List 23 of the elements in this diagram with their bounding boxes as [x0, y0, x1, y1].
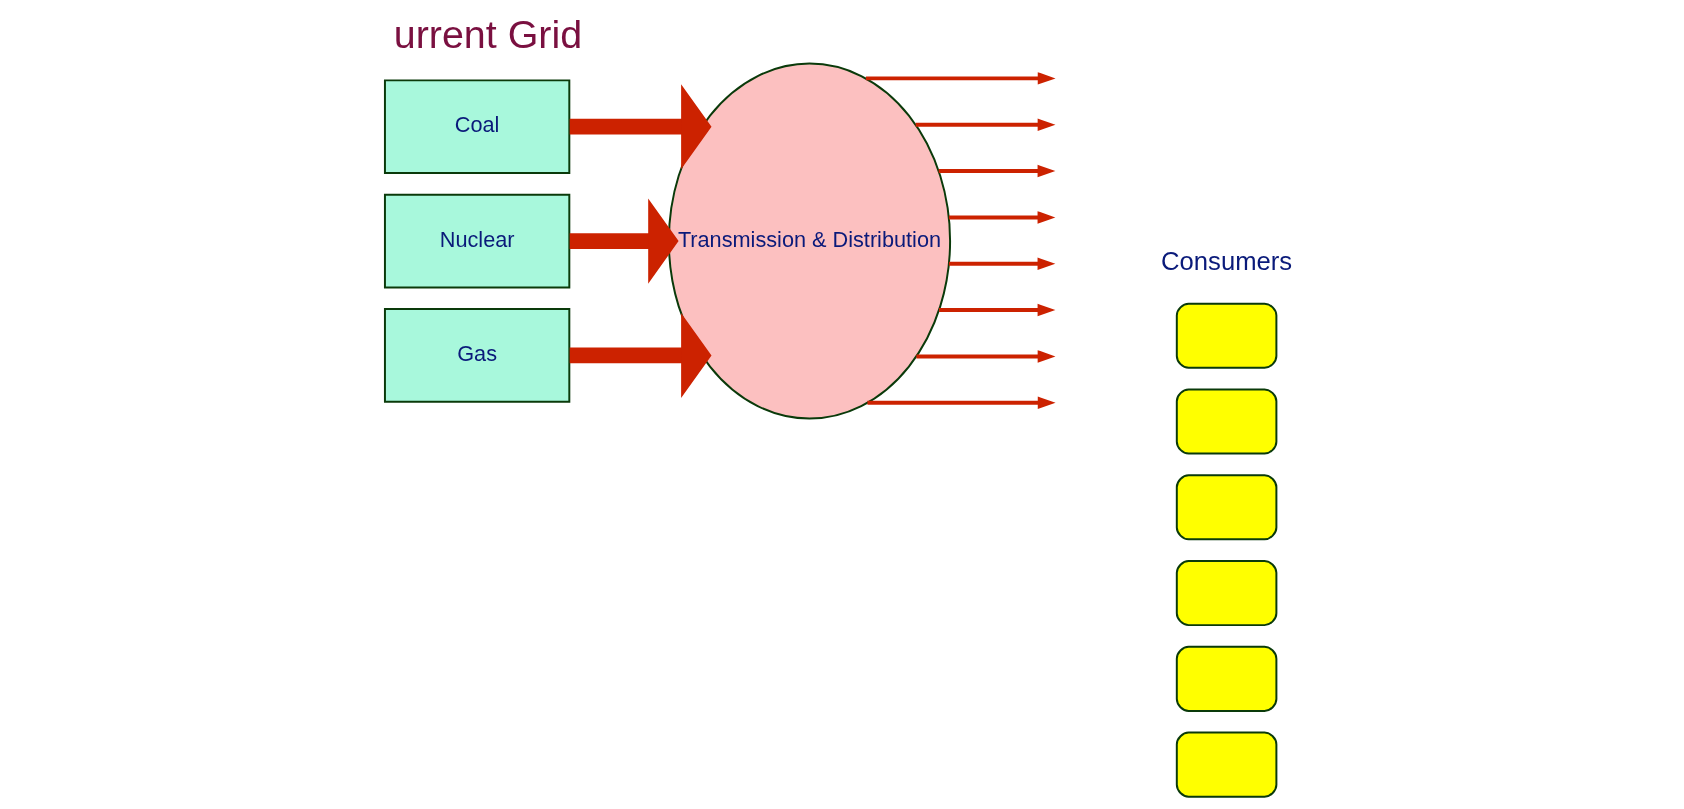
arrow — [915, 118, 1055, 131]
arrow — [938, 303, 1055, 317]
arrow — [569, 84, 712, 170]
node-box — [1175, 731, 1277, 798]
diagram-title: urrent Grid — [393, 11, 582, 56]
node-box — [1175, 474, 1277, 541]
node-box: Gas — [383, 308, 570, 403]
node-box: Coal — [383, 79, 570, 175]
node-ellipse: Transmission & Distribution — [667, 62, 951, 420]
arrow — [866, 396, 1056, 409]
label: Consumers — [1160, 246, 1292, 275]
arrow — [948, 257, 1055, 270]
node-box — [1175, 388, 1277, 455]
arrow — [865, 72, 1056, 85]
arrow — [948, 211, 1055, 224]
arrow — [569, 198, 679, 284]
arrow — [569, 312, 712, 398]
arrow — [938, 164, 1055, 178]
node-box — [1175, 302, 1277, 369]
arrow — [915, 350, 1055, 363]
node-box: Nuclear — [383, 193, 570, 289]
node-box — [1175, 560, 1277, 627]
node-box — [1175, 645, 1277, 712]
